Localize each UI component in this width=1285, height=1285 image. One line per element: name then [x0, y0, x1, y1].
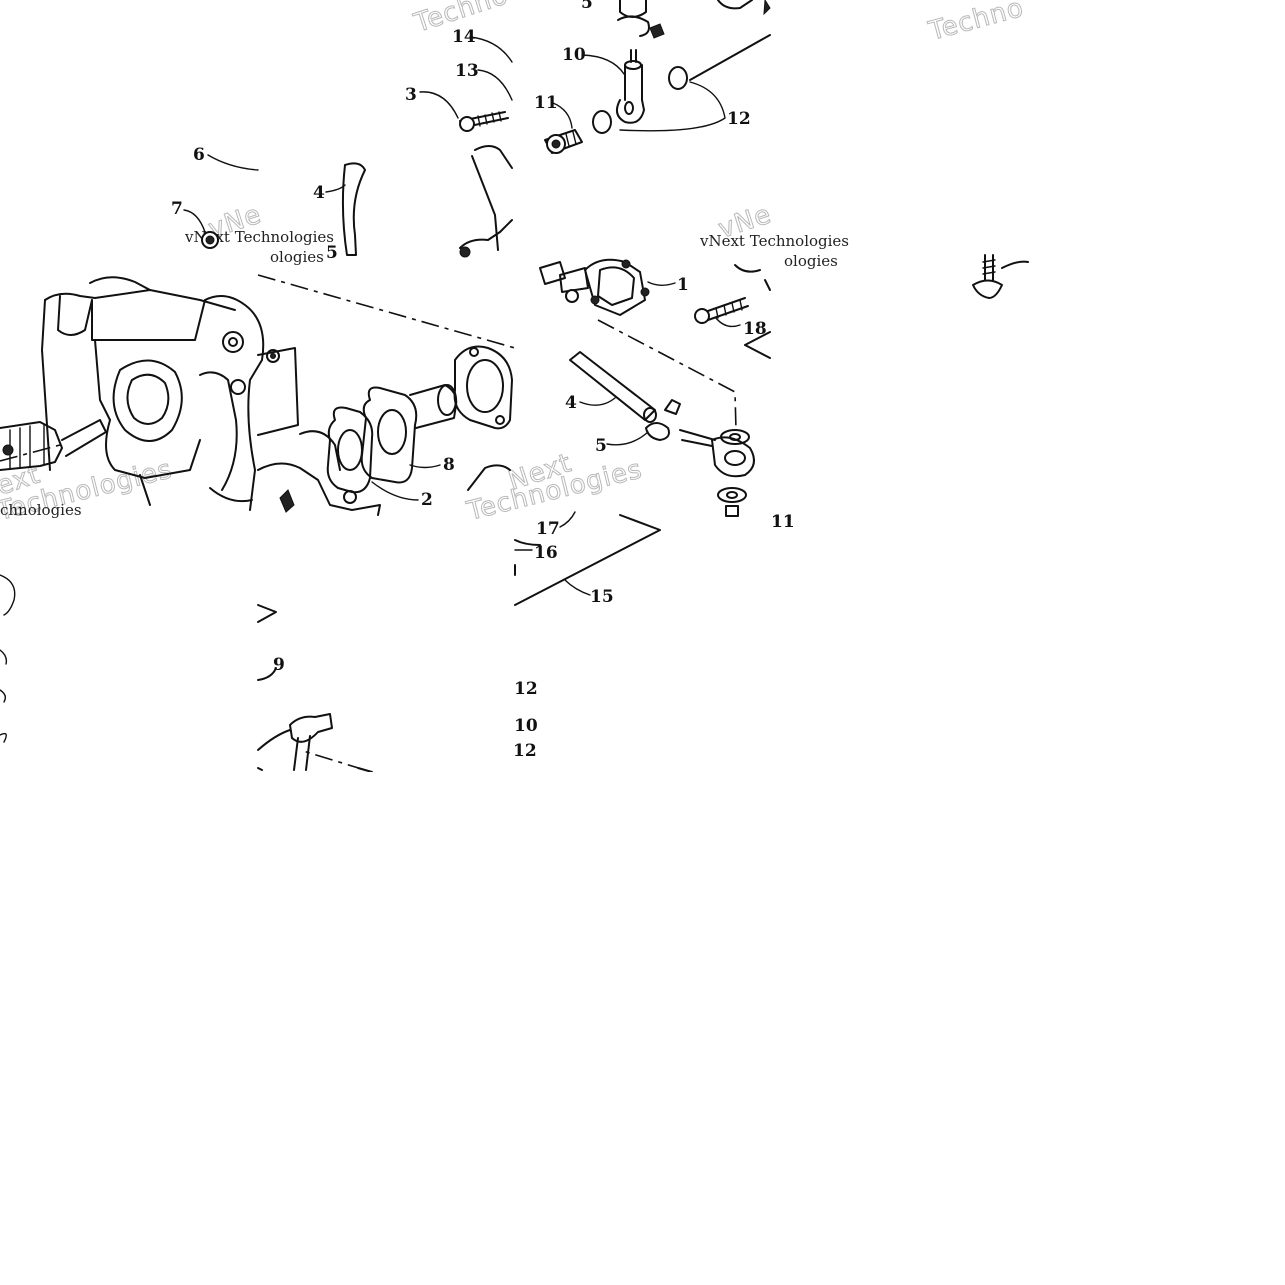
watermark-small-right: vNext Technologies — [699, 232, 849, 250]
fuel-pump-assembly — [514, 254, 1029, 606]
callout-4-lower: 4 — [565, 393, 577, 413]
callout-3: 3 — [405, 85, 417, 105]
callout-5-upper: 5 — [326, 243, 338, 263]
callout-17: 17 — [536, 519, 560, 539]
callout-8: 8 — [443, 455, 455, 475]
callout-6: 6 — [193, 145, 205, 165]
watermark-small-ologies: ologies — [270, 248, 324, 266]
callout-18: 18 — [743, 319, 767, 339]
leader-lines — [183, 36, 741, 596]
callout-11-right-b: 11 — [771, 512, 795, 532]
blank-region-right — [772, 520, 1285, 772]
watermark-small-ologies-right: ologies — [784, 252, 838, 270]
callout-5-lower: 5 — [595, 436, 607, 456]
callout-7: 7 — [171, 199, 183, 219]
callout-11-top: 11 — [534, 93, 558, 113]
banjo-fitting-upper — [544, 0, 771, 154]
callout-12-lower-b: 12 — [513, 741, 537, 761]
callout-4-upper: 4 — [313, 183, 325, 203]
blank-region-bottom — [0, 772, 1285, 1285]
callout-13: 13 — [455, 61, 479, 81]
callout-15: 15 — [590, 587, 614, 607]
callout-5-top: 5 — [581, 0, 593, 13]
callout-labels: 5 14 10 13 3 11 12 6 4 7 5 1 18 4 5 8 2 … — [171, 0, 795, 761]
callout-1: 1 — [677, 275, 689, 295]
left-fragments — [0, 574, 16, 743]
watermark-chnologies: chnologies — [0, 501, 82, 519]
pump-gaskets — [257, 274, 516, 773]
watermarks: Techno Techno vNe vNext Technologies olo… — [0, 0, 1028, 528]
callout-12-lower-a: 12 — [514, 679, 538, 699]
callout-14: 14 — [452, 27, 476, 47]
callout-10-lower: 10 — [514, 716, 538, 736]
engine-block — [0, 276, 280, 511]
callout-2: 2 — [421, 490, 433, 510]
callout-16: 16 — [534, 543, 558, 563]
watermark-small-left: vNext Technologies — [184, 228, 334, 246]
callout-9: 9 — [273, 655, 285, 675]
watermark-techno-right: Techno — [925, 0, 1027, 47]
upper-left-parts — [201, 111, 513, 258]
callout-12-top: 12 — [727, 109, 751, 129]
callout-10-top: 10 — [562, 45, 586, 65]
